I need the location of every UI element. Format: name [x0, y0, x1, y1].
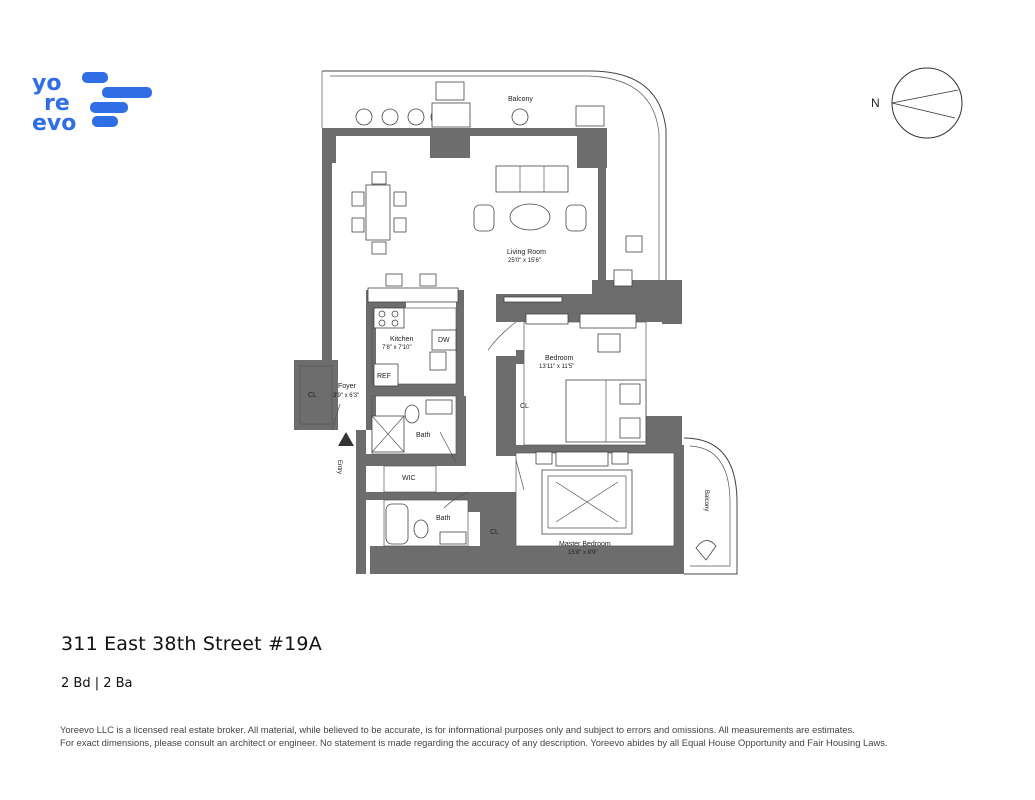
label-master-size: 15'8" x 8'9": [568, 550, 598, 556]
label-master-bedroom: Master Bedroom: [559, 541, 611, 548]
balcony-chairs: [355, 81, 605, 128]
label-foyer: Foyer: [338, 383, 357, 390]
label-living-room: Living Room: [507, 249, 546, 256]
disclaimer-line-2: For exact dimensions, please consult an …: [60, 736, 888, 748]
label-cl-master: CL: [490, 529, 499, 536]
label-kitchen: Kitchen: [390, 336, 413, 343]
living-furniture: [473, 165, 643, 303]
logo-text-yo: yo: [32, 71, 61, 96]
logo-text-re: re: [44, 91, 70, 116]
yoreevo-logo: yo re evo: [32, 71, 152, 132]
disclaimer: Yoreevo LLC is a licensed real estate br…: [60, 724, 960, 749]
bath2-fixtures: [385, 503, 467, 545]
label-bedroom-size: 13'11" x 11'5": [539, 364, 574, 370]
compass-label: N: [871, 96, 880, 110]
dining-table: [351, 171, 407, 255]
label-ref: REF: [377, 373, 391, 380]
balcony-side-outline: [683, 437, 738, 575]
kitchen-fixtures: [367, 273, 459, 387]
bedroom-furniture: [525, 313, 647, 443]
master-furniture: [535, 451, 717, 561]
label-balcony-top: Balcony: [508, 96, 533, 103]
label-bedroom: Bedroom: [545, 355, 574, 362]
label-entry: Entry: [336, 460, 342, 474]
disclaimer-line-1: Yoreevo LLC is a licensed real estate br…: [60, 724, 855, 735]
logo-text-evo: evo: [32, 111, 76, 132]
listing-address: 311 East 38th Street #19A: [61, 633, 322, 655]
label-bath1: Bath: [416, 432, 431, 439]
label-kitchen-size: 7'8" x 7'10": [382, 345, 412, 351]
entry-arrow-icon: [338, 432, 354, 446]
label-living-size: 25'0" x 15'6": [508, 258, 541, 264]
label-balcony-side: Balcony: [703, 490, 709, 511]
balcony-top-outline: [322, 70, 667, 296]
listing-beds-baths: 2 Bd | 2 Ba: [61, 676, 133, 691]
label-cl-bedroom: CL: [520, 403, 529, 410]
compass-icon: N: [871, 67, 963, 139]
label-bath2: Bath: [436, 515, 451, 522]
label-foyer-size: 3'9" x 6'3": [333, 393, 359, 399]
label-dw: DW: [438, 337, 450, 344]
label-cl-foyer: CL: [308, 392, 317, 399]
floor-plan: N: [294, 67, 963, 575]
label-wic: WIC: [402, 475, 416, 482]
bath1-fixtures: [371, 399, 453, 453]
